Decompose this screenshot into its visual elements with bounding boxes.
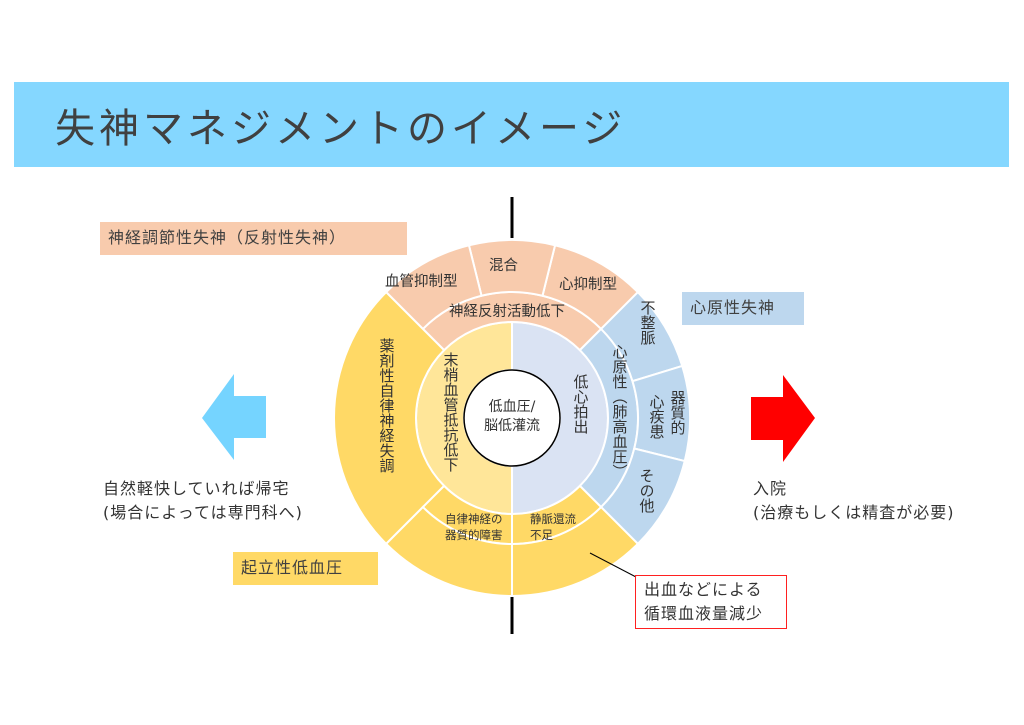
right-arrow-icon	[751, 375, 815, 462]
right-outcome-text: 入院 (治療もしくは精査が必要)	[753, 477, 955, 525]
left-outcome-line1: 自然軽快していれば帰宅	[103, 479, 290, 498]
left-outcome-line2: (場合によっては専門科へ)	[103, 503, 303, 522]
orthostatic-outer-right-sector	[511, 505, 640, 598]
cardiac-syncope-label: 心原性失神	[682, 292, 804, 325]
hemorrhage-callout: 出血などによる循環血液量減少	[635, 575, 787, 629]
low-cardiac-output-label: 低心拍出	[571, 374, 590, 434]
venous-return-line2: 不足	[530, 528, 553, 542]
orthostatic-hypotension-label: 起立性低血圧	[233, 552, 378, 585]
cardiac-pulmonary-label: 心原性（肺高血圧）	[610, 344, 629, 479]
right-outcome-line1: 入院	[753, 479, 788, 498]
center-label-line2: 脳低灌流	[484, 418, 540, 434]
page-title: 失神マネジメントのイメージ	[55, 106, 627, 152]
center-label-line1: 低血圧/	[488, 399, 536, 415]
autonomic-damage-line1: 自律神経の	[445, 512, 503, 526]
callout-line2: 循環血液量減少	[644, 604, 764, 623]
structural-sector	[631, 364, 691, 463]
peripheral-resistance-label: 末梢血管抵抗低下	[441, 352, 460, 472]
reflex-activity-label: 神経反射活動低下	[449, 304, 565, 320]
autonomic-damage-line2: 器質的障害	[445, 528, 503, 542]
center-label: 低血圧/脳低灌流	[480, 398, 544, 436]
arrhythmia-label: 不整脈	[638, 300, 657, 345]
venous-return-label: 静脈還流不足	[530, 511, 576, 543]
structural-label-a: 器質的	[668, 390, 687, 435]
right-outcome-line2: (治療もしくは精査が必要)	[753, 503, 955, 522]
drug-autonomic-sector	[333, 290, 446, 546]
callout-leader-line	[589, 552, 637, 578]
arrhythmia-sector	[599, 290, 684, 383]
structural-label-b: 心疾患	[647, 394, 666, 439]
cardioinhibitory-label: 心抑制型	[559, 277, 617, 293]
mixed-label: 混合	[489, 258, 518, 274]
vasodepressor-label: 血管抑制型	[385, 274, 458, 290]
left-arrow-icon	[202, 374, 266, 460]
autonomic-damage-label: 自律神経の器質的障害	[445, 511, 503, 543]
left-outcome-text: 自然軽快していれば帰宅 (場合によっては専門科へ)	[103, 477, 303, 525]
title-bar	[14, 82, 1009, 167]
other-label: その他	[637, 468, 656, 513]
reflex-syncope-label: 神経調節性失神（反射性失神）	[100, 222, 407, 255]
center-circle	[463, 369, 561, 467]
venous-return-line1: 静脈還流	[530, 512, 576, 526]
other-cardiac-sector	[599, 447, 686, 546]
drug-autonomic-label: 薬剤性自律神経失調	[377, 338, 396, 473]
callout-line1: 出血などによる	[644, 580, 763, 599]
